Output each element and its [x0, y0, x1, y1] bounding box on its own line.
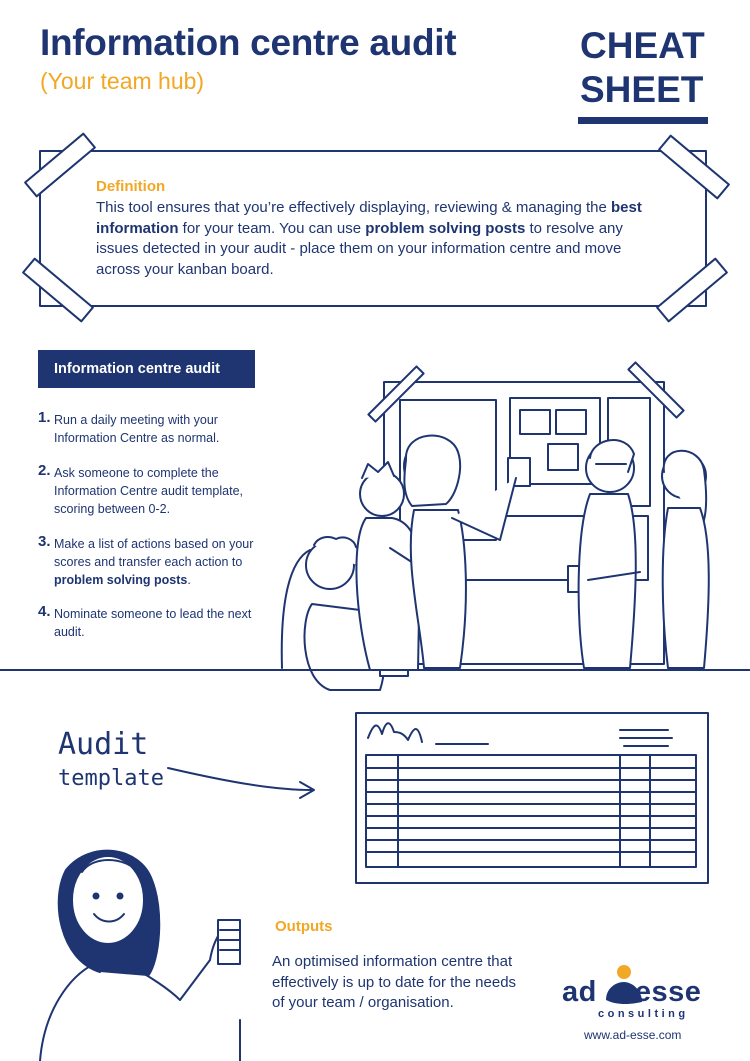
page-title: Information centre audit [40, 22, 457, 63]
logo-drop-icon [606, 965, 642, 1004]
step-3: 3. Make a list of actions based on your … [38, 533, 278, 589]
info-board-illustration [367, 361, 685, 665]
page-subtitle: (Your team hub) [40, 68, 205, 94]
step-text-wrap: Make a list of actions based on your sco… [54, 535, 278, 589]
logo-right-text: esse [634, 976, 702, 1008]
outputs-text: An optimised information centre that eff… [272, 953, 517, 1011]
audit-section-label: Information centre audit [54, 361, 220, 377]
template-label-line-1: Audit [58, 727, 149, 762]
audit-template-illustration [355, 712, 709, 884]
audit-section-banner [38, 350, 255, 388]
logo-subtitle: consulting [598, 1008, 689, 1020]
step-number: 1. [38, 409, 51, 426]
definition-text-2: for your team. You can use [178, 219, 366, 237]
step-2: 2. Ask someone to complete the Informati… [38, 462, 278, 518]
badge-line-2: SHEET [580, 69, 704, 110]
logo-left-text: ad [562, 976, 597, 1008]
badge-line-1: CHEAT [580, 25, 705, 66]
step-text-bold: problem solving posts [54, 573, 188, 587]
company-logo: ad esse [562, 976, 701, 1009]
team-illustration [280, 434, 710, 691]
definition-text-1: This tool ensures that you’re effectivel… [96, 199, 612, 216]
step-number: 2. [38, 462, 51, 479]
step-text: Make a list of actions based on your sco… [54, 537, 254, 569]
arrow-head [299, 781, 315, 799]
cheat-sheet-badge: CHEAT SHEET [580, 24, 705, 112]
step-text: Nominate someone to lead the next audit. [54, 607, 252, 639]
step-text-tail: . [187, 573, 191, 587]
definition-bold-2: problem solving posts [365, 219, 526, 237]
definition-bold-1: best information [96, 199, 642, 237]
step-4: 4. Nominate someone to lead the next aud… [38, 603, 278, 641]
definition-text: This tool ensures that you’re effectivel… [96, 198, 656, 280]
arrow-line [167, 767, 313, 791]
step-number: 3. [38, 533, 51, 550]
step-text: Run a daily meeting with your Informatio… [54, 413, 220, 445]
definition-frame [22, 132, 730, 323]
step-number: 4. [38, 603, 51, 620]
badge-underline [578, 117, 708, 124]
template-label-line-2: template [58, 766, 164, 791]
girl-thumbs-up-illustration [39, 849, 241, 1061]
definition-heading: Definition [96, 178, 166, 195]
step-text: Ask someone to complete the Information … [54, 466, 243, 516]
outputs-heading: Outputs [275, 918, 333, 935]
website-link[interactable]: www.ad-esse.com [584, 1028, 682, 1042]
step-1: 1. Run a daily meeting with your Informa… [38, 409, 278, 447]
definition-text-3: to resolve any issues detected in your a… [96, 219, 623, 278]
